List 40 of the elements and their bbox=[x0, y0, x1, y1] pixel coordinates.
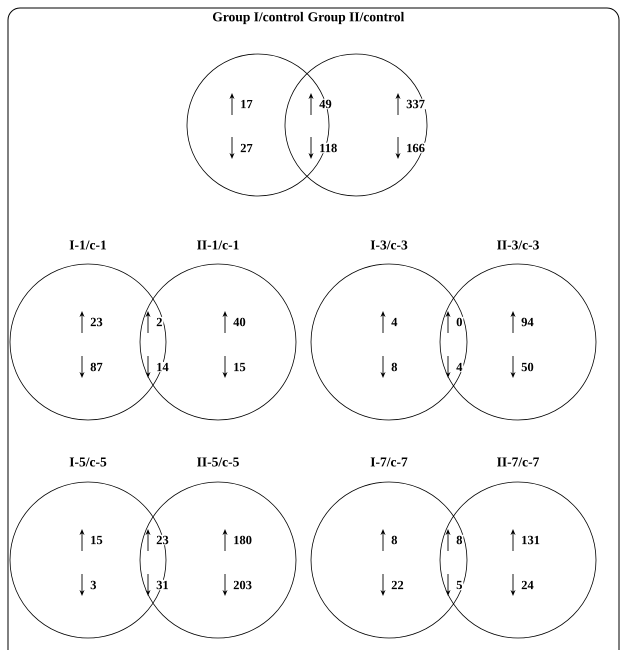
node-label: II-3/c-3 bbox=[497, 240, 539, 250]
count-label: 2 bbox=[155, 316, 164, 328]
count-label: 180 bbox=[232, 534, 253, 546]
node-label: II-7/c-7 bbox=[497, 457, 540, 467]
count-label: 5 bbox=[455, 580, 464, 590]
count-label: 50 bbox=[520, 362, 535, 372]
count-label: 22 bbox=[390, 580, 405, 590]
count-label: 17 bbox=[239, 98, 254, 110]
count-label: 337 bbox=[405, 98, 426, 110]
node-label: Group II/control bbox=[308, 12, 404, 24]
count-label: 87 bbox=[89, 362, 104, 372]
node-label: I-7/c-7 bbox=[370, 457, 408, 467]
node-label: I-1/c-1 bbox=[70, 240, 106, 250]
count-label: 118 bbox=[318, 142, 338, 154]
count-label: 49 bbox=[318, 98, 333, 110]
node-label: II-1/c-1 bbox=[197, 240, 239, 250]
count-label: 8 bbox=[390, 534, 398, 546]
count-label: 4 bbox=[390, 316, 398, 328]
node-label: Group I/control bbox=[212, 12, 304, 24]
count-label: 131 bbox=[520, 534, 541, 546]
node-label: II-5/c-5 bbox=[197, 457, 239, 467]
count-label: 8 bbox=[390, 362, 398, 372]
node-label: I-3/c-3 bbox=[370, 240, 408, 250]
count-label: 23 bbox=[89, 316, 104, 328]
count-label: 4 bbox=[455, 362, 464, 372]
count-label: 23 bbox=[155, 534, 170, 546]
count-label: 24 bbox=[520, 580, 535, 590]
count-label: 0 bbox=[455, 316, 464, 328]
count-label: 27 bbox=[239, 142, 254, 154]
count-label: 8 bbox=[455, 534, 464, 546]
count-label: 94 bbox=[520, 316, 535, 328]
node-label: I-5/c-5 bbox=[70, 457, 106, 467]
count-label: 3 bbox=[89, 580, 98, 590]
count-label: 15 bbox=[89, 534, 104, 546]
count-label: 166 bbox=[405, 142, 426, 154]
count-label: 203 bbox=[232, 580, 253, 590]
count-label: 40 bbox=[232, 316, 247, 328]
count-label: 31 bbox=[155, 580, 170, 590]
count-label: 14 bbox=[155, 362, 170, 372]
count-label: 15 bbox=[232, 362, 247, 372]
